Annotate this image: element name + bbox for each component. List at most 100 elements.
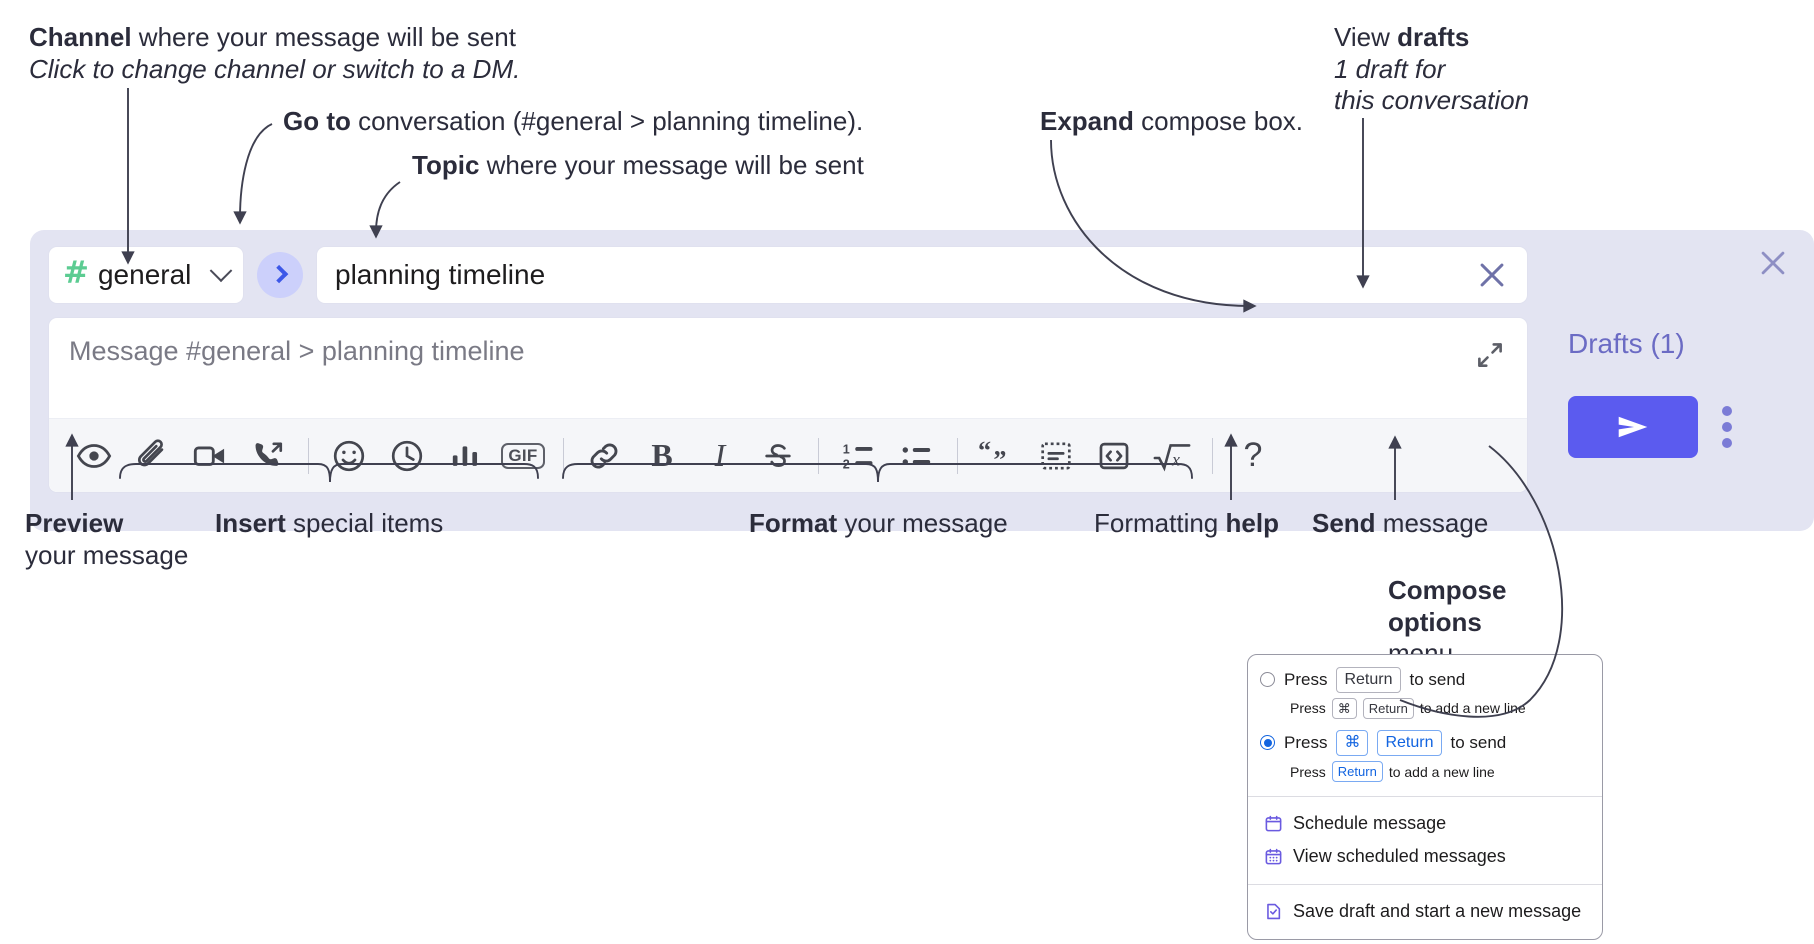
sub-press-label: Press [1290, 700, 1326, 717]
chevron-down-icon [209, 259, 233, 283]
math-icon[interactable]: x [1143, 428, 1201, 484]
annotation-channel: Channel where your message will be sent … [29, 22, 520, 85]
bold-icon[interactable]: B [633, 428, 691, 484]
annotation-insert-bold: Insert [215, 508, 286, 538]
draft-section: Save draft and start a new message [1248, 885, 1602, 939]
send-option-return[interactable]: Press Return to send [1260, 665, 1590, 695]
message-placeholder: Message #general > planning timeline [69, 336, 525, 366]
hash-icon: # [63, 254, 89, 291]
compose-options-menu: Press Return to send Press ⌘ Return to a… [1247, 654, 1603, 941]
option-press-label: Press [1284, 669, 1328, 689]
toolbar-divider [308, 437, 309, 474]
kebab-dot [1722, 406, 1732, 416]
drafts-link[interactable]: Drafts (1) [1568, 328, 1685, 359]
message-box: Message #general > planning timeline [48, 317, 1528, 493]
send-option-cmd-return[interactable]: Press ⌘ Return to send [1260, 728, 1590, 758]
message-input[interactable]: Message #general > planning timeline [49, 318, 1527, 418]
compose-options-button[interactable] [1722, 406, 1732, 448]
channel-selector[interactable]: # general [48, 246, 244, 304]
bulleted-list-icon[interactable] [888, 428, 946, 484]
inline-code-icon[interactable] [1085, 428, 1143, 484]
emoji-icon[interactable] [320, 428, 378, 484]
annotation-help-bold: help [1225, 508, 1279, 538]
annotation-goto-rest: conversation (#general > planning timeli… [350, 106, 864, 136]
help-label: ? [1243, 436, 1263, 474]
channel-name-label: general [97, 259, 192, 290]
ordered-list-icon[interactable]: 1 2 [830, 428, 888, 484]
toolbar-divider [1212, 437, 1213, 474]
close-icon[interactable] [1756, 246, 1790, 280]
annotation-send: Send message [1312, 508, 1488, 540]
annotation-insert: Insert special items [215, 508, 443, 540]
bold-label: B [651, 437, 673, 473]
annotation-expand-rest: compose box. [1133, 106, 1304, 136]
key-return: Return [1336, 667, 1401, 693]
annotation-topic-rest: where your message will be sent [479, 150, 864, 180]
compose-widget: # general planning timeline Message #gen… [30, 230, 1814, 531]
annotation-channel-sub: Click to change channel or switch to a D… [29, 53, 521, 84]
calendar-icon [1264, 814, 1283, 833]
annotation-topic: Topic where your message will be sent [412, 150, 864, 182]
svg-text:”: ” [993, 445, 1006, 474]
annotation-preview: Preview your message [25, 508, 188, 571]
calendar-grid-icon [1264, 847, 1283, 866]
annotation-insert-rest: special items [285, 508, 444, 538]
send-option-return-sub: Press ⌘ Return to add a new line [1260, 695, 1590, 723]
code-block-icon[interactable] [1027, 428, 1085, 484]
gif-icon[interactable]: GIF [494, 428, 552, 484]
expand-icon[interactable] [1475, 340, 1505, 370]
compose-header-row: # general planning timeline [48, 246, 1542, 304]
preview-icon[interactable] [65, 428, 123, 484]
strikethrough-icon[interactable] [749, 428, 807, 484]
help-icon[interactable]: ? [1224, 428, 1282, 484]
clock-icon[interactable] [378, 428, 436, 484]
draft-check-icon [1264, 902, 1283, 921]
annotation-preview-rest: your message [25, 539, 189, 570]
topic-input[interactable]: planning timeline [316, 246, 1528, 304]
annotation-expand-bold: Expand [1040, 106, 1134, 136]
svg-text:1: 1 [843, 442, 850, 456]
annotation-drafts-pre: View [1334, 22, 1398, 52]
send-shortcut-options: Press Return to send Press ⌘ Return to a… [1248, 655, 1602, 796]
annotation-compose-options-bold2: options [1388, 606, 1482, 637]
menu-item-schedule-message[interactable]: Schedule message [1260, 807, 1590, 840]
send-button[interactable] [1568, 396, 1698, 458]
sub-tail-label: to add a new line [1419, 700, 1526, 717]
italic-icon[interactable]: I [691, 428, 749, 484]
annotation-format-rest: your message [837, 508, 1008, 538]
formatting-toolbar: GIF B I [49, 418, 1527, 492]
goto-conversation-button[interactable] [257, 252, 303, 298]
poll-icon[interactable] [436, 428, 494, 484]
sub-press-label: Press [1290, 763, 1326, 780]
annotation-send-bold: Send [1312, 508, 1376, 538]
annotation-goto-bold: Go to [283, 106, 351, 136]
video-icon[interactable] [181, 428, 239, 484]
menu-item-save-draft[interactable]: Save draft and start a new message [1260, 895, 1590, 928]
annotation-drafts-bold: drafts [1397, 22, 1470, 52]
svg-text:“: “ [978, 436, 991, 465]
kebab-dot [1722, 438, 1732, 448]
blockquote-icon[interactable]: “ ” [969, 428, 1027, 484]
radio-button[interactable] [1260, 672, 1275, 688]
annotation-preview-bold: Preview [25, 508, 124, 538]
annotation-send-rest: message [1375, 508, 1489, 538]
clear-topic-icon[interactable] [1475, 258, 1509, 292]
attachment-icon[interactable] [123, 428, 181, 484]
annotation-format-bold: Format [749, 508, 838, 538]
svg-text:x: x [1171, 449, 1180, 469]
toolbar-divider [563, 437, 564, 474]
key-return: Return [1331, 760, 1383, 783]
key-return: Return [1377, 730, 1442, 756]
radio-button-selected[interactable] [1260, 735, 1275, 751]
menu-item-view-scheduled[interactable]: View scheduled messages [1260, 840, 1590, 873]
menu-divider [1248, 884, 1602, 886]
annotation-topic-bold: Topic [412, 150, 480, 180]
italic-label: I [714, 437, 726, 473]
annotation-format: Format your message [749, 508, 1008, 540]
kebab-dot [1722, 422, 1732, 432]
toolbar-divider [957, 437, 958, 474]
audio-call-icon[interactable] [239, 428, 297, 484]
option-tail-label: to send [1450, 732, 1507, 752]
link-icon[interactable] [575, 428, 633, 484]
annotation-compose-options-bold1: Compose [1388, 575, 1507, 605]
